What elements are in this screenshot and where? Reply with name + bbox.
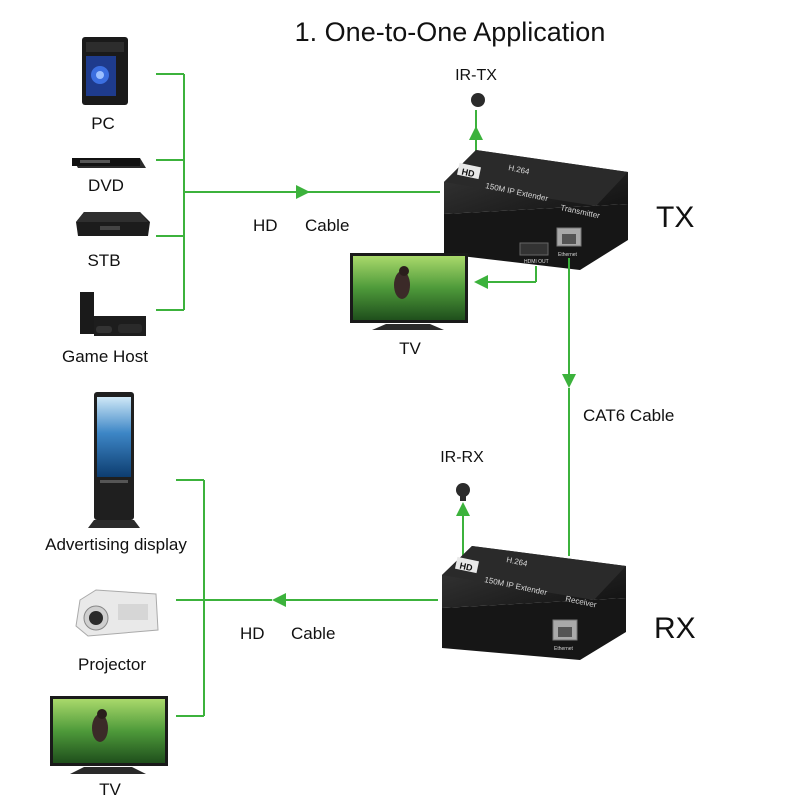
tx-local-display-label: TV bbox=[399, 339, 421, 358]
tx-codec-text: H.264 bbox=[508, 163, 531, 176]
set-top-box-icon bbox=[76, 212, 150, 236]
tx-hdmi-port bbox=[519, 242, 549, 256]
tv-icon bbox=[350, 253, 468, 330]
rx-output-arrow bbox=[272, 593, 286, 607]
sink-label-projector: Projector bbox=[78, 655, 146, 674]
sink-bus bbox=[176, 479, 438, 717]
sink-label-advertising-display: Advertising display bbox=[45, 535, 187, 554]
ir-rx-sensor-icon bbox=[456, 483, 470, 497]
game-console-icon bbox=[80, 292, 146, 336]
receiver-unit: IR-RX HD H.264 150M IP Extender Receiver… bbox=[440, 449, 626, 660]
tx-ethernet-port-label: Ethernet bbox=[558, 252, 578, 258]
kiosk-display-icon bbox=[88, 392, 140, 528]
tx-badge-text: HD bbox=[461, 167, 476, 180]
pc-tower-icon bbox=[82, 37, 128, 105]
tx-side-label: TX bbox=[656, 201, 694, 234]
diagram-title: 1. One-to-One Application bbox=[295, 17, 606, 47]
cat6-arrow bbox=[562, 374, 576, 388]
rx-hd-badge bbox=[454, 556, 480, 574]
tx-hd-badge bbox=[456, 162, 482, 180]
tx-input-arrow bbox=[296, 185, 310, 199]
source-bus bbox=[156, 73, 440, 311]
source-label-stb: STB bbox=[87, 251, 120, 270]
projector-icon bbox=[75, 589, 159, 637]
ir-tx-sensor-icon bbox=[471, 93, 485, 107]
tx-local-arrow bbox=[474, 275, 488, 289]
transmitter-unit: IR-TX HD H.264 150M IP Extender Transmit… bbox=[444, 67, 628, 270]
ir-tx-arrow bbox=[469, 126, 483, 140]
source-label-pc: PC bbox=[91, 114, 115, 133]
tx-hdmi-port-label: HDMI OUT bbox=[524, 259, 549, 265]
tx-local-output bbox=[474, 266, 537, 289]
dvd-player-icon bbox=[72, 158, 146, 168]
cat6-label: CAT6 Cable bbox=[583, 406, 674, 425]
source-label-game-host: Game Host bbox=[62, 347, 148, 366]
sink-tv-icon bbox=[50, 696, 168, 774]
tx-link-hd-label: HD bbox=[253, 216, 278, 235]
rx-codec-text: H.264 bbox=[506, 555, 529, 568]
rx-link-cable-label: Cable bbox=[291, 624, 335, 643]
rx-badge-text: HD bbox=[459, 561, 474, 574]
rx-link-hd-label: HD bbox=[240, 624, 265, 643]
rx-ethernet-port-label: Ethernet bbox=[554, 646, 574, 652]
cat6-link bbox=[562, 258, 576, 556]
ir-rx-arrow bbox=[456, 502, 470, 516]
ir-rx-label: IR-RX bbox=[440, 449, 484, 466]
sink-label-tv: TV bbox=[99, 780, 121, 799]
source-label-dvd: DVD bbox=[88, 176, 124, 195]
rx-side-label: RX bbox=[654, 612, 696, 645]
ir-tx-label: IR-TX bbox=[455, 67, 497, 84]
tx-link-cable-label: Cable bbox=[305, 216, 349, 235]
